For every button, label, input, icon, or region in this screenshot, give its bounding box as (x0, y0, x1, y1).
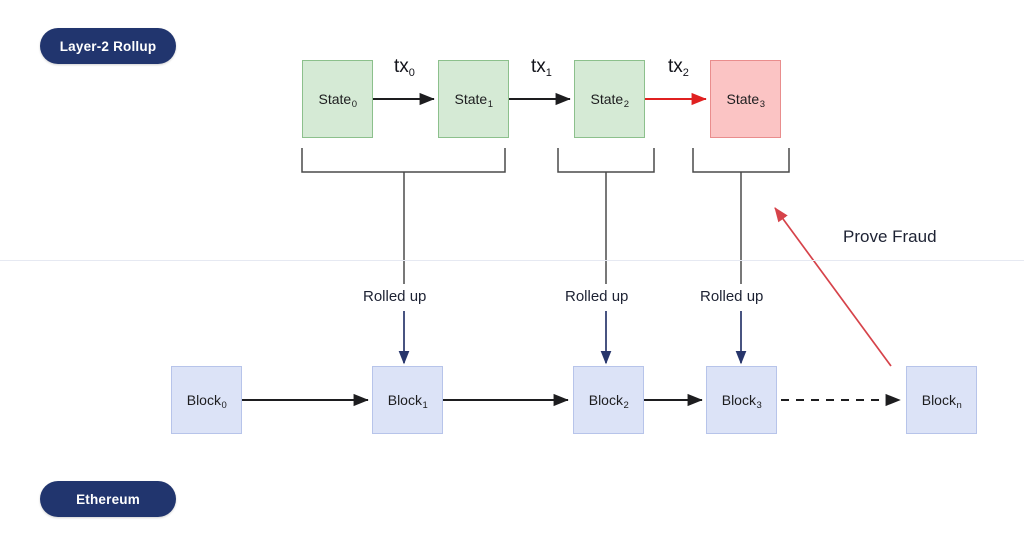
block-2-box[interactable]: Block2 (573, 366, 644, 434)
state-3-box[interactable]: State3 (710, 60, 781, 138)
rollup-batch-2-bracket (557, 148, 655, 284)
ethereum-badge-label: Ethereum (76, 491, 140, 507)
tx-2-label: tx2 (668, 56, 689, 79)
state-1-box[interactable]: State1 (438, 60, 509, 138)
rollup-batch-1-bracket (301, 148, 506, 284)
rollup-batch-3-bracket (692, 148, 790, 284)
block-3-box[interactable]: Block3 (706, 366, 777, 434)
tx-1-label: tx1 (531, 56, 552, 79)
state-2-label: State2 (590, 91, 630, 110)
state-2-box[interactable]: State2 (574, 60, 645, 138)
block-1-box[interactable]: Block1 (372, 366, 443, 434)
state-0-box[interactable]: State0 (302, 60, 373, 138)
state-1-label: State1 (454, 91, 494, 110)
block-0-box[interactable]: Block0 (171, 366, 242, 434)
rollup-batch-1-label: Rolled up (363, 288, 427, 305)
block-0-label: Block0 (186, 392, 227, 411)
tx-0-label: tx0 (394, 56, 415, 79)
layer-divider (0, 260, 1024, 261)
ethereum-badge: Ethereum (40, 481, 176, 517)
state-3-label: State3 (726, 91, 766, 110)
block-n-label: Blockn (921, 392, 962, 411)
block-n-box[interactable]: Blockn (906, 366, 977, 434)
rollup-batch-3-label: Rolled up (700, 288, 764, 305)
rollup-batch-2-label: Rolled up (565, 288, 629, 305)
block-2-label: Block2 (588, 392, 629, 411)
layer2-rollup-badge: Layer-2 Rollup (40, 28, 176, 64)
state-0-label: State0 (318, 91, 358, 110)
prove-fraud-label: Prove Fraud (843, 227, 937, 246)
layer2-rollup-badge-label: Layer-2 Rollup (59, 38, 157, 54)
block-3-label: Block3 (721, 392, 762, 411)
block-1-label: Block1 (387, 392, 428, 411)
